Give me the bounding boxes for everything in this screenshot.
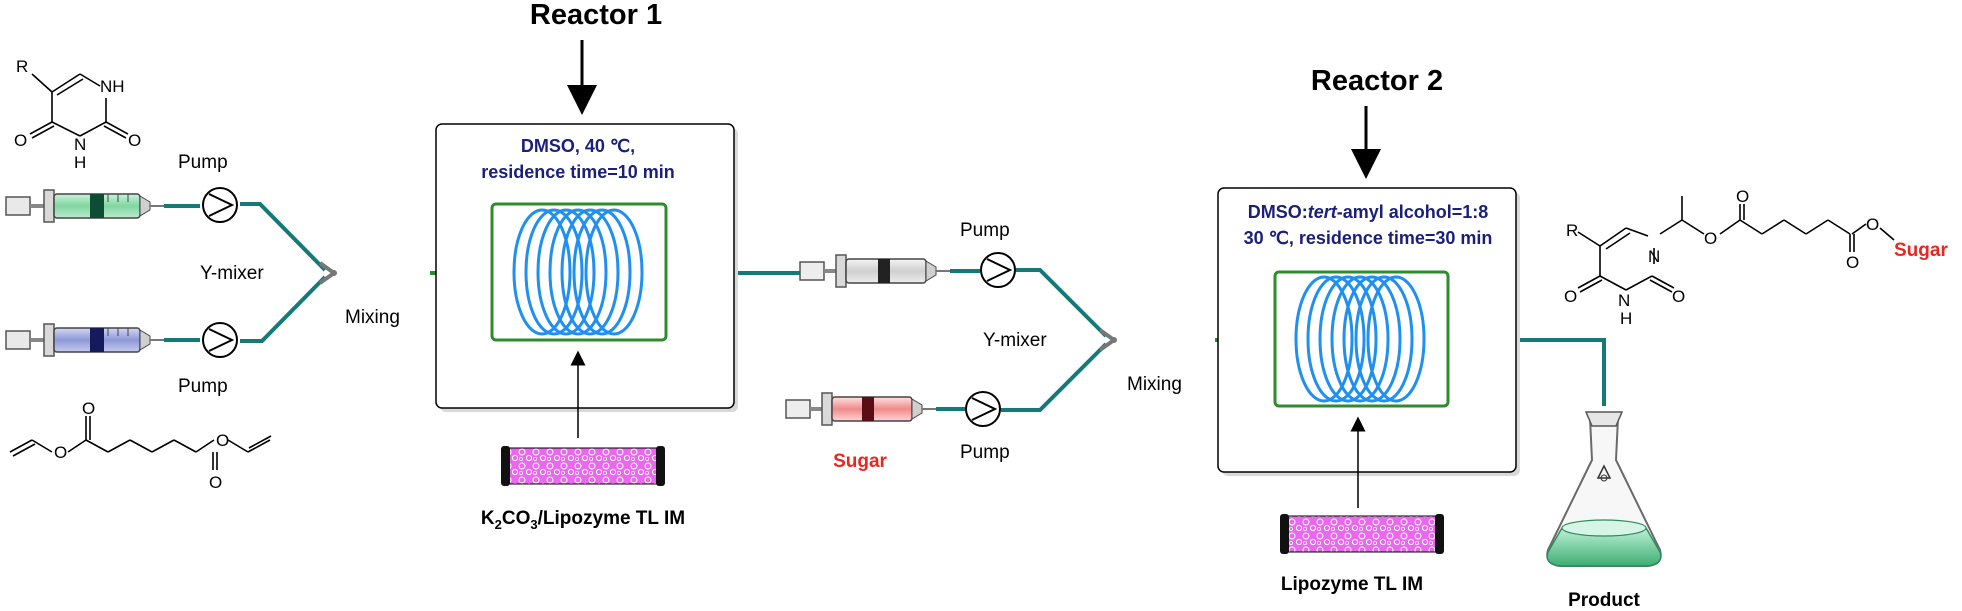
y-mixer-2 <box>1098 328 1118 352</box>
oxygen-label: O <box>216 431 229 450</box>
n-label: N <box>1648 247 1660 266</box>
reactor-1: DMSO, 40 ℃, residence time=10 min <box>435 123 738 412</box>
reactor-1-packing-label: K2CO3/Lipozyme TL IM <box>481 508 685 532</box>
syringe-grey <box>799 254 950 288</box>
syringe-red <box>785 392 936 426</box>
sugar-label: Sugar <box>833 451 887 472</box>
reactor-2: DMSO:tert-amyl alcohol=1:8 30 ℃, residen… <box>1217 187 1520 476</box>
oxygen-label: O <box>209 473 222 492</box>
pump-icon <box>965 391 1001 427</box>
oxygen-label: O <box>54 443 67 462</box>
reactor-2-title: Reactor 2 <box>1311 65 1443 97</box>
y-mixer-1 <box>318 261 338 285</box>
oxygen-label: O <box>1672 287 1685 306</box>
y-mixer-label: Y-mixer <box>200 263 264 284</box>
divinyl-adipate-structure: O O O O <box>9 399 272 492</box>
oxygen-label: O <box>1704 229 1717 248</box>
packed-bed-2 <box>1280 514 1444 554</box>
nh-label: N <box>1618 291 1630 310</box>
mixing-label: Mixing <box>345 307 400 328</box>
oxygen-label: O <box>1866 215 1879 234</box>
oxygen-label: O <box>128 131 141 150</box>
mixing-label: Mixing <box>1127 374 1182 395</box>
oxygen-label: O <box>1736 187 1749 206</box>
pump-label: Pump <box>960 442 1010 463</box>
product-label: Product <box>1568 590 1640 611</box>
h-label: H <box>1620 309 1632 328</box>
product-structure: R N O O N H O O O O Sugar <box>1564 187 1948 328</box>
h-label: H <box>74 153 86 172</box>
r-group-label: R <box>1566 221 1578 240</box>
oxygen-label: O <box>14 131 27 150</box>
pump-label: Pump <box>960 220 1010 241</box>
flask-icon <box>1546 411 1662 567</box>
packed-bed-1 <box>501 446 665 486</box>
syringe-blue <box>5 323 164 357</box>
sugar-label: Sugar <box>1894 240 1948 261</box>
reactor-1-title: Reactor 1 <box>530 0 662 31</box>
pump-icon <box>202 187 238 223</box>
pump-label: Pump <box>178 152 228 173</box>
reactor-2-conditions-line1: DMSO:tert-amyl alcohol=1:8 <box>1248 202 1489 222</box>
uracil-structure-1: R NH O O N H <box>14 57 141 172</box>
reactor-2-packing-label: Lipozyme TL IM <box>1281 574 1423 595</box>
pump-icon <box>980 252 1016 288</box>
syringe-green <box>5 189 164 223</box>
oxygen-label: O <box>1564 287 1577 306</box>
pump-icon <box>202 322 238 358</box>
oxygen-label: O <box>82 399 95 418</box>
oxygen-label: O <box>1846 253 1859 272</box>
pump-label: Pump <box>178 376 228 397</box>
nh-label: N <box>74 135 86 154</box>
r-group-label: R <box>16 57 28 76</box>
reactor-1-conditions-line2: residence time=10 min <box>481 162 675 182</box>
reactor-1-conditions-line1: DMSO, 40 ℃, <box>521 136 635 156</box>
nh-label: NH <box>100 77 125 96</box>
reactor-2-conditions-line2: 30 ℃, residence time=30 min <box>1244 228 1493 248</box>
y-mixer-label: Y-mixer <box>983 330 1047 351</box>
